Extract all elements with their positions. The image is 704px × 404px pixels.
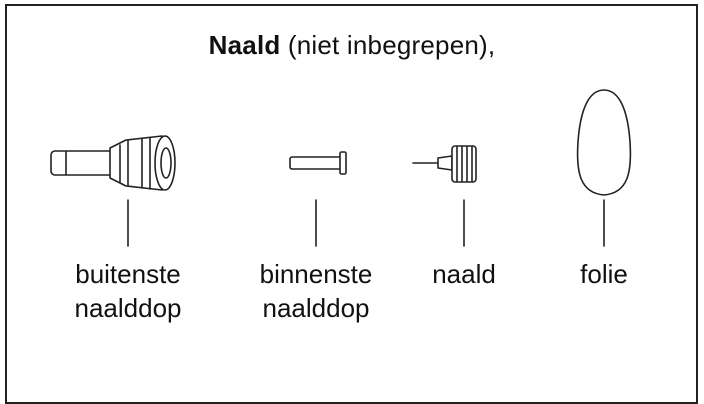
label-line-2: naalddop: [262, 293, 370, 323]
label-inner-needle-cap: binnenste naalddop: [246, 257, 386, 325]
inner-needle-cap-icon: [289, 151, 347, 175]
diagram-title: Naald (niet inbegrepen),: [0, 30, 704, 61]
label-line-1: buitenste: [75, 259, 181, 289]
foil-icon: [576, 89, 632, 196]
outer-needle-cap-icon: [50, 135, 176, 191]
title-bold: Naald: [208, 30, 281, 60]
label-line-1: folie: [580, 259, 628, 289]
label-outer-needle-cap: buitenste naalddop: [58, 257, 198, 325]
parts-illustration: [50, 89, 632, 247]
label-foil: folie: [554, 257, 654, 291]
diagram-frame: [5, 4, 698, 404]
needle-icon: [412, 145, 477, 183]
title-rest: (niet inbegrepen),: [280, 30, 496, 60]
label-needle: naald: [404, 257, 524, 291]
label-line-1: naald: [432, 259, 496, 289]
label-line-2: naalddop: [74, 293, 182, 323]
label-line-1: binnenste: [259, 259, 373, 289]
